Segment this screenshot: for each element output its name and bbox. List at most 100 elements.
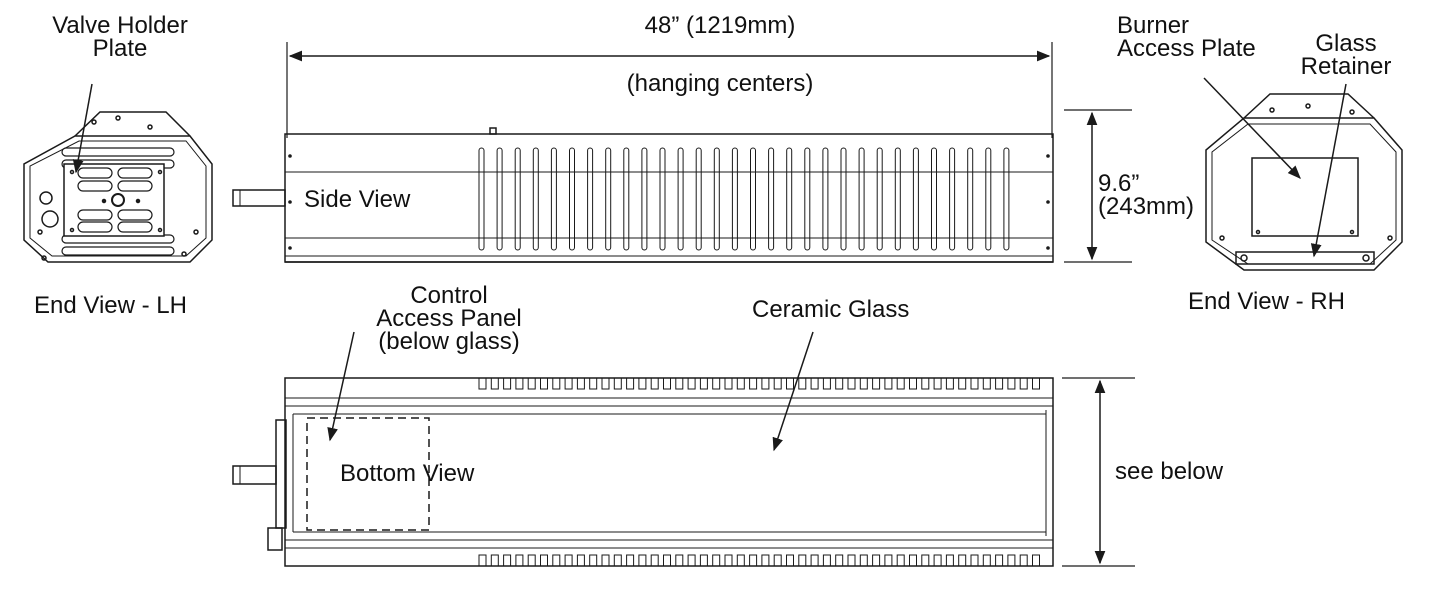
height-line2: (243mm) [1098,193,1195,220]
lh-gas-inlet-lower [41,210,59,228]
side-fin [569,147,575,251]
bottom-fin-top [822,378,831,390]
end-view-rh-label: End View - RH [1188,288,1345,315]
side-fin [967,147,974,251]
burner-line1: Burner [1117,12,1190,39]
end-view-lh-drawing [23,111,213,263]
side-fin [641,147,648,251]
bottom-fin-top [884,378,893,390]
bottom-fin-bottom [1032,554,1040,566]
burner-line2: Access Plate [1117,35,1256,62]
bottom-view-drawing [232,377,1054,567]
bottom-fin-bottom [921,554,930,566]
bottom-fin-top [576,378,585,390]
side-fin [931,147,937,251]
side-fin [550,147,557,251]
bottom-fin-top [786,378,794,390]
ceramic-glass-label: Ceramic Glass [752,296,910,323]
bottom-fin-bottom [872,554,881,566]
bottom-fin-top [552,378,561,390]
bottom-fin-bottom [576,554,585,566]
side-fin [496,147,503,251]
bottom-fin-bottom [884,554,893,566]
glass-retainer-label: Glass Retainer [1286,30,1406,79]
side-fin [949,147,956,251]
bottom-fin-top [724,378,733,390]
bottom-fin-bottom [736,554,745,566]
width-dimension [1062,377,1135,567]
bottom-fin-top [773,378,782,390]
bottom-fin-top [515,378,524,390]
bottom-fin-bottom [896,554,905,566]
length-dimension-label: 48” (1219mm) [644,12,796,39]
bottom-fin-bottom [564,554,573,566]
bottom-fin-top [896,378,905,390]
side-fin [894,147,901,251]
bottom-fin-bottom [724,554,733,566]
valve-holder-plate-label: Valve Holder Plate [30,14,210,61]
bottom-fin-bottom [982,554,991,566]
glass-line1: Glass [1315,30,1377,57]
bottom-fin-bottom [712,554,721,566]
bottom-fin-top [626,378,635,390]
end-view-rh-drawing [1205,93,1403,271]
bottom-fin-top [503,378,512,390]
hanging-centers-label: (hanging centers) [626,70,814,97]
side-fin [587,147,594,251]
burner-plate-leader [1203,77,1301,179]
bottom-fin-bottom [699,554,708,566]
bottom-fin-top [958,378,967,390]
bottom-fin-top [490,378,499,390]
side-fin [804,147,811,251]
bottom-fin-top [712,378,721,390]
side-fin [532,147,539,251]
bottom-fin-top [687,378,696,390]
control-line2: Access Panel [376,305,522,332]
side-view-label: Side View [304,186,411,213]
bottom-fin-top [527,378,536,390]
bottom-fin-bottom [527,554,536,566]
bottom-fin-bottom [909,554,917,566]
bottom-fin-bottom [515,554,524,566]
side-fin [822,147,829,251]
side-view-drawing [232,42,1054,263]
bottom-fin-bottom [970,554,979,566]
bottom-fin-bottom [822,554,831,566]
bottom-fin-top [872,378,881,390]
bottom-fin-bottom [773,554,782,566]
side-fin [605,147,612,251]
bottom-fin-bottom [503,554,512,566]
lh-center-fitting [111,193,125,207]
bottom-fin-top [699,378,708,390]
bottom-fin-bottom [798,554,807,566]
bottom-fin-top [638,378,647,390]
bottom-fin-bottom [650,554,659,566]
bottom-fin-top [835,378,844,390]
bottom-fin-top [970,378,979,390]
bottom-fin-bottom [552,554,561,566]
side-fin [731,147,738,251]
bottom-fin-bottom [626,554,635,566]
bottom-fin-top [909,378,917,390]
side-fin [623,147,630,251]
bottom-fin-top [945,378,954,390]
bottom-body [284,377,1054,567]
bottom-fin-bottom [1007,554,1016,566]
bottom-fin-bottom [540,554,548,566]
bottom-fin-top [736,378,745,390]
side-fin [713,147,720,251]
control-access-panel-label: Control Access Panel (below glass) [364,284,534,355]
bottom-fins-bottom [478,554,1040,566]
rh-burner-access-plate [1251,157,1359,237]
control-panel-leader [327,331,355,442]
side-fin [858,147,865,251]
lh-gas-inlet-upper [39,191,53,205]
bottom-fin-top [540,378,548,390]
height-line1: 9.6” [1098,170,1140,197]
bottom-fin-bottom [663,554,671,566]
lh-valve-holder-plate [63,163,165,237]
control-line3: (below glass) [378,328,520,355]
bottom-fin-top [995,378,1004,390]
bottom-fin-bottom [478,554,487,566]
